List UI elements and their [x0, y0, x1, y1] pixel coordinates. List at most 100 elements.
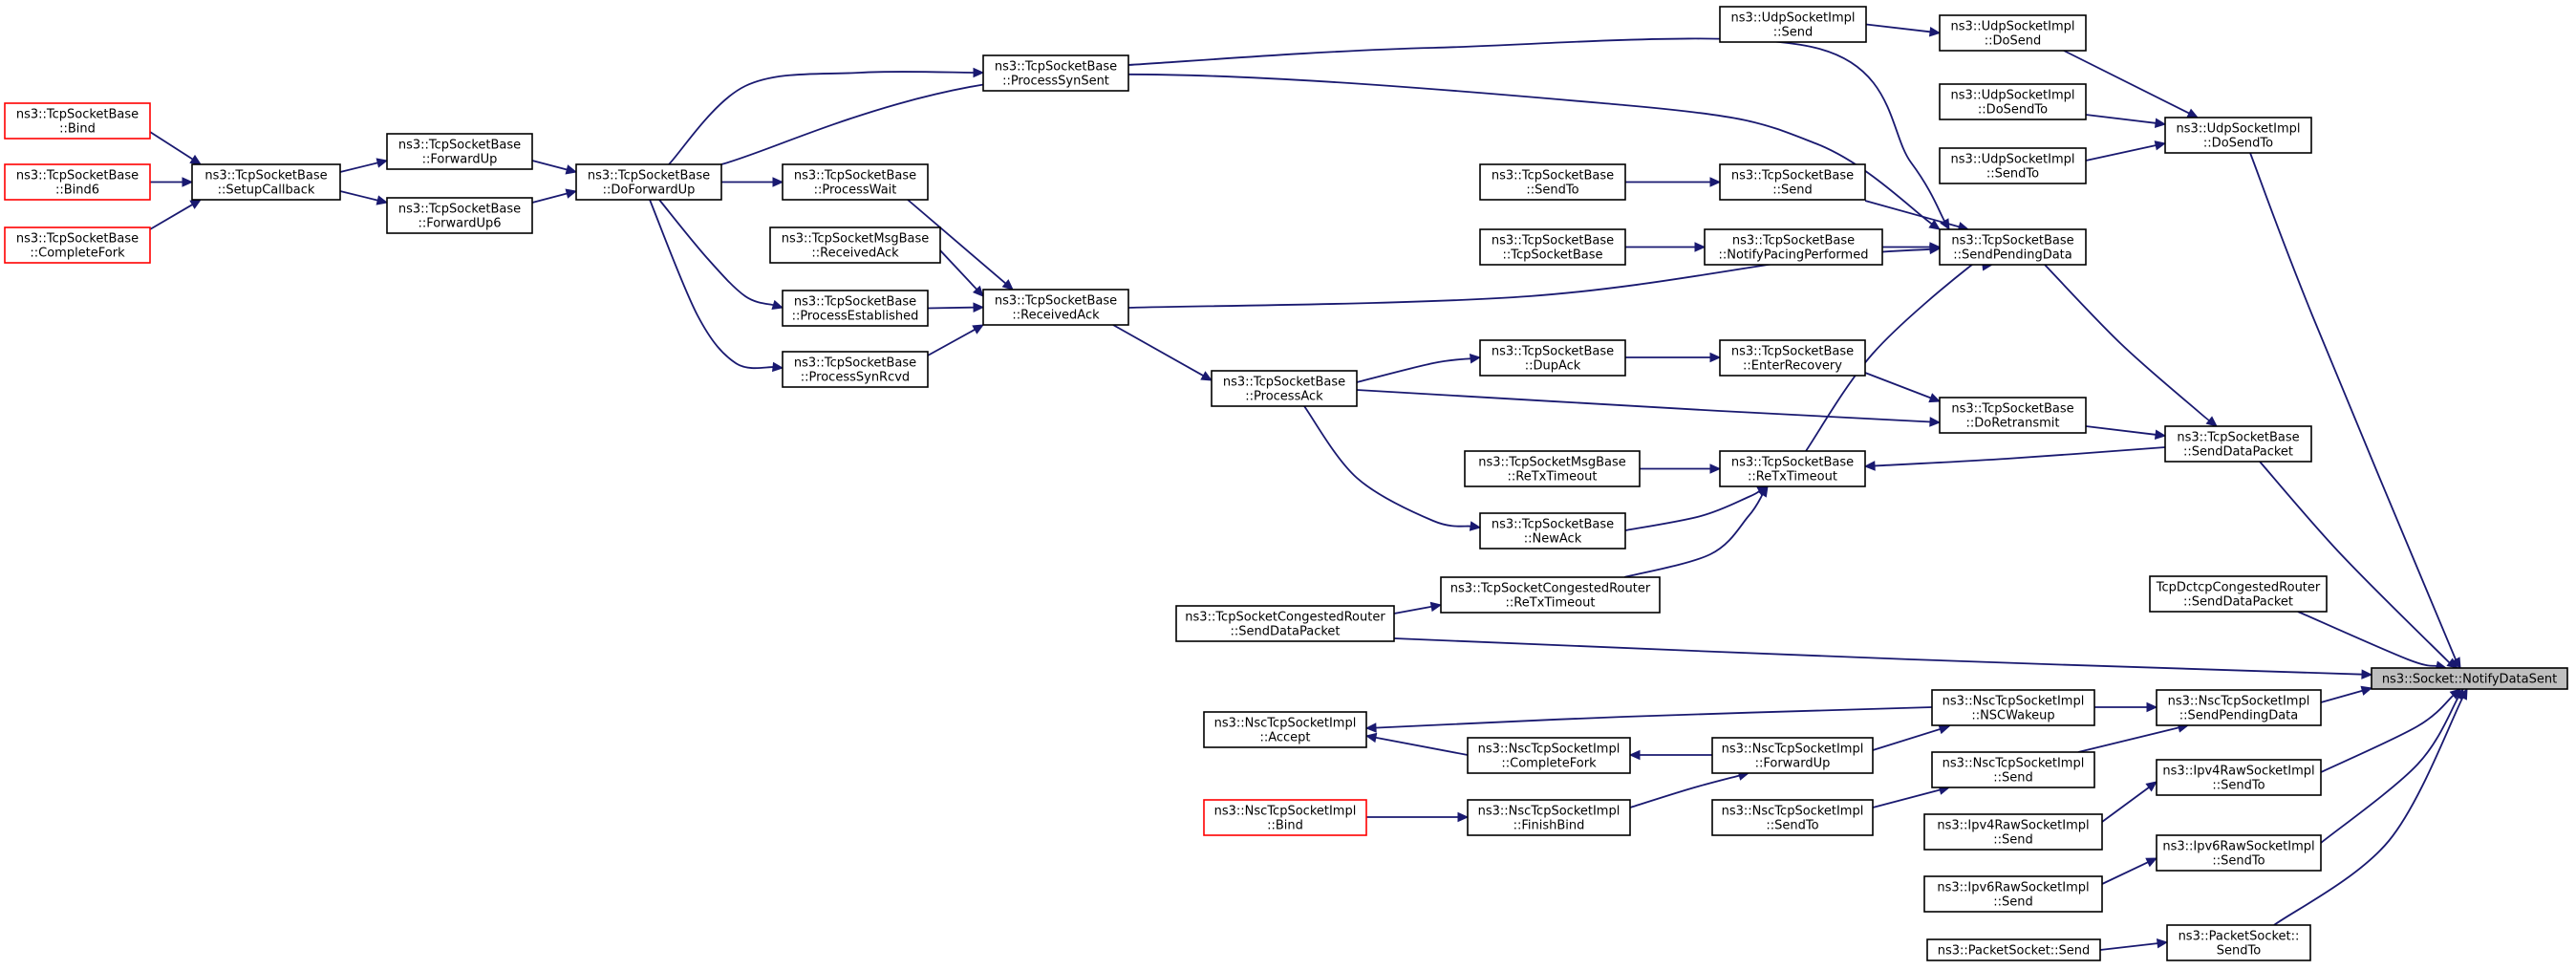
node-label-line: ::ReTxTimeout [1508, 470, 1598, 485]
node-packet_sendto[interactable]: ns3::PacketSocket::SendTo [2166, 924, 2311, 961]
node-tcpcr_senddatapacket[interactable]: ns3::TcpSocketCongestedRouter::SendDataP… [1175, 605, 1395, 642]
node-box [4, 226, 151, 264]
arrowhead [1364, 722, 1377, 733]
arrowhead [972, 285, 984, 297]
arrowhead [1469, 354, 1482, 364]
node-tcp_processwait[interactable]: ns3::TcpSocketBase::ProcessWait [782, 163, 929, 201]
node-tcp_senddatapacket[interactable]: ns3::TcpSocketBase::SendDataPacket [2164, 425, 2312, 463]
node-tcp_notifypacing[interactable]: ns3::TcpSocketBase::NotifyPacingPerforme… [1704, 228, 1883, 266]
node-tcp_enterrecovery[interactable]: ns3::TcpSocketBase::EnterRecovery [1719, 339, 1866, 377]
node-box [769, 226, 941, 264]
arrowhead [1469, 521, 1482, 531]
edge-tcp_setupcallback-to-tcp_forwardup [339, 158, 389, 173]
node-label-line: ns3::TcpSocketBase [1492, 345, 1614, 359]
node-label-line: ns3::PacketSocket:: [2179, 930, 2300, 944]
node-tcpmsg_receivedack[interactable]: ns3::TcpSocketMsgBase::ReceivedAck [769, 226, 941, 264]
node-tcp_processestablished[interactable]: ns3::TcpSocketBase::ProcessEstablished [782, 290, 929, 327]
node-tcp_receivedack[interactable]: ns3::TcpSocketBase::ReceivedAck [982, 289, 1129, 326]
edge-ipv4raw_sendto-to-socket_notify [2320, 688, 2461, 773]
arrowhead [1364, 732, 1378, 744]
node-label-line: ::DoSendTo [2203, 137, 2273, 151]
node-label-line: ns3::TcpSocketBase [995, 60, 1117, 75]
node-tcp_processack[interactable]: ns3::TcpSocketBase::ProcessAck [1211, 370, 1358, 407]
node-udp_sendto[interactable]: ns3::UdpSocketImpl::SendTo [1939, 147, 2087, 184]
node-label-line: ns3::TcpSocketBase [1731, 169, 1854, 183]
node-tcp_newack[interactable]: ns3::TcpSocketBase::NewAck [1479, 512, 1626, 550]
node-dctcp_senddatapacket[interactable]: TcpDctcpCongestedRouter::SendDataPacket [2149, 575, 2328, 613]
node-tcp_sendto[interactable]: ns3::TcpSocketBase::SendTo [1479, 163, 1626, 201]
node-tcp_forwardup[interactable]: ns3::TcpSocketBase::ForwardUp [386, 133, 533, 170]
node-tcp_processsynrcvd[interactable]: ns3::TcpSocketBase::ProcessSynRcvd [782, 351, 929, 388]
node-socket_notify[interactable]: ns3::Socket::NotifyDataSent [2371, 667, 2568, 690]
edge-tcp_processestablished-to-tcp_receivedack [927, 302, 985, 313]
node-label-line: ::Accept [1259, 731, 1310, 745]
node-tcp_doforwardup[interactable]: ns3::TcpSocketBase::DoForwardUp [575, 163, 722, 201]
edge-line [1356, 357, 1472, 383]
node-udp_send[interactable]: ns3::UdpSocketImpl::Send [1719, 6, 1867, 43]
node-label-line: ns3::TcpSocketCongestedRouter [1185, 611, 1385, 625]
node-label-line: ::SendTo [1986, 167, 2039, 182]
node-tcp_forwardup6[interactable]: ns3::TcpSocketBase::ForwardUp6 [386, 197, 533, 234]
arrowhead [1200, 371, 1213, 381]
node-udp_dosend[interactable]: ns3::UdpSocketImpl::DoSend [1939, 14, 2087, 52]
arrowhead [772, 361, 784, 373]
node-nsc_accept[interactable]: ns3::NscTcpSocketImpl::Accept [1203, 711, 1367, 748]
edge-nsc_bind-to-nsc_finishbind [1366, 811, 1470, 823]
arrowhead [2146, 701, 2158, 713]
node-nsc_completefork[interactable]: ns3::NscTcpSocketImpl::CompleteFork [1467, 737, 1631, 774]
node-tcp_bind[interactable]: ns3::TcpSocketBase::Bind [4, 102, 151, 140]
edge-line [1629, 774, 1741, 808]
node-tcp_retxtimeout[interactable]: ns3::TcpSocketBase::ReTxTimeout [1719, 450, 1866, 487]
node-box [2371, 667, 2568, 690]
arrowhead [565, 164, 578, 175]
node-tcp_completefork[interactable]: ns3::TcpSocketBase::CompleteFork [4, 226, 151, 264]
node-label-line: TcpDctcpCongestedRouter [2156, 581, 2321, 595]
node-tcp_processsynsent[interactable]: ns3::TcpSocketBase::ProcessSynSent [982, 54, 1129, 92]
node-nsc_send[interactable]: ns3::NscTcpSocketImpl::Send [1931, 751, 2095, 788]
node-label-line: ns3::TcpSocketBase [1492, 234, 1614, 248]
edge-tcp_doforwardup-to-tcp_sendpendingdata [720, 73, 1942, 230]
node-ipv6raw_sendto[interactable]: ns3::Ipv6RawSocketImpl::SendTo [2156, 834, 2322, 872]
node-packet_send[interactable]: ns3::PacketSocket::Send [1926, 938, 2101, 961]
edge-tcpcr_senddatapacket-to-socket_notify [1393, 637, 2373, 679]
node-label-line: ::DupAck [1525, 359, 1581, 374]
node-ipv4raw_send[interactable]: ns3::Ipv4RawSocketImpl::Send [1923, 813, 2103, 851]
edge-line [2320, 689, 2364, 703]
node-nsc_sendpendingdata[interactable]: ns3::NscTcpSocketImpl::SendPendingData [2156, 689, 2322, 726]
node-udp_dosendto[interactable]: ns3::UdpSocketImpl::DoSendTo [2164, 117, 2312, 154]
node-tcpmsg_retxtimeout[interactable]: ns3::TcpSocketMsgBase::ReTxTimeout [1464, 450, 1641, 487]
node-label-line: ns3::Ipv6RawSocketImpl [2162, 840, 2314, 854]
node-box [1211, 370, 1358, 407]
node-tcp_dupack[interactable]: ns3::TcpSocketBase::DupAck [1479, 339, 1626, 377]
arrowhead [2154, 140, 2167, 151]
node-box [386, 133, 533, 170]
arrowhead [1694, 242, 1707, 252]
node-tcp_setupcallback[interactable]: ns3::TcpSocketBase::SetupCallback [191, 163, 341, 201]
node-tcp_tcpsocketbase[interactable]: ns3::TcpSocketBase::TcpSocketBase [1479, 228, 1626, 266]
node-label-line: ::SendTo [2212, 779, 2265, 793]
node-tcp_send[interactable]: ns3::TcpSocketBase::Send [1719, 163, 1866, 201]
edge-line [939, 249, 978, 291]
node-box [1704, 228, 1883, 266]
arrowhead [972, 324, 985, 334]
node-tcp_sendpendingdata[interactable]: ns3::TcpSocketBase::SendPendingData [1939, 228, 2087, 266]
edge-tcp_senddatapacket-to-socket_notify [2259, 461, 2458, 670]
edge-line [1872, 788, 1942, 808]
edge-tcp_sendpendingdata-to-tcp_senddatapacket [2044, 264, 2218, 427]
node-nsc_nscwakeup[interactable]: ns3::NscTcpSocketImpl::NSCWakeup [1931, 689, 2095, 726]
node-tcpcr_retxtimeout[interactable]: ns3::TcpSocketCongestedRouter::ReTxTimeo… [1440, 576, 1661, 614]
edge-udp_sendto-to-udp_dosendto [2085, 140, 2167, 162]
node-udp_dosendto_l[interactable]: ns3::UdpSocketImpl::DoSendTo [1939, 83, 2087, 120]
node-ipv6raw_send[interactable]: ns3::Ipv6RawSocketImpl::Send [1923, 875, 2103, 913]
node-tcp_bind6[interactable]: ns3::TcpSocketBase::Bind6 [4, 163, 151, 201]
node-nsc_forwardup[interactable]: ns3::NscTcpSocketImpl::ForwardUp [1711, 737, 1874, 774]
node-ipv4raw_sendto[interactable]: ns3::Ipv4RawSocketImpl::SendTo [2156, 759, 2322, 796]
edges-layer [149, 23, 2468, 951]
node-box [386, 197, 533, 234]
node-tcp_doretransmit[interactable]: ns3::TcpSocketBase::DoRetransmit [1939, 397, 2087, 434]
node-box [1203, 711, 1367, 748]
node-label-line: ns3::UdpSocketImpl [2177, 122, 2301, 137]
node-nsc_sendto[interactable]: ns3::NscTcpSocketImpl::SendTo [1711, 799, 1874, 836]
node-nsc_finishbind[interactable]: ns3::NscTcpSocketImpl::FinishBind [1467, 799, 1631, 836]
node-nsc_bind[interactable]: ns3::NscTcpSocketImpl::Bind [1203, 799, 1367, 836]
